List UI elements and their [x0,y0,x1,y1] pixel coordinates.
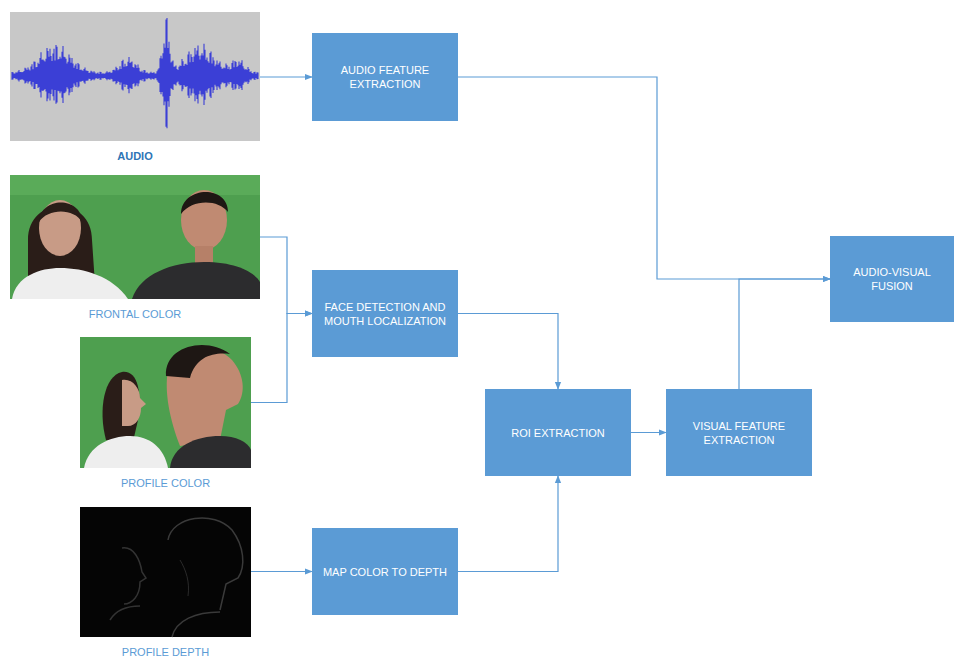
waveform-trace [12,18,258,128]
process-box: FACE DETECTION AND MOUTH LOCALIZATION [312,270,458,357]
profile-photo [80,337,251,468]
connector-arrow [458,476,558,572]
image-caption: PROFILE DEPTH [60,646,271,657]
frontal-image: FRONTAL COLOR [10,175,260,299]
box-label: FACE DETECTION AND MOUTH LOCALIZATION [320,300,450,328]
connector-arrow [251,314,312,403]
box-label: ROI EXTRACTION [511,426,605,440]
depth-image [80,507,251,637]
process-box: AUDIO-VISUAL FUSION [830,236,954,322]
depth-image: PROFILE DEPTH [80,507,251,637]
connector-arrow [458,314,558,390]
connector-arrow [739,279,830,389]
connector-arrow [458,77,830,279]
image-caption: FRONTAL COLOR [0,308,280,321]
process-box: VISUAL FEATURE EXTRACTION [666,389,812,476]
frontal-photo [10,175,260,299]
process-box: AUDIO FEATURE EXTRACTION [312,33,458,121]
box-label: AUDIO-VISUAL FUSION [838,265,946,293]
connector-arrow [260,76,312,77]
audio-image: AUDIO [10,12,260,141]
connector-arrow [631,432,666,433]
box-label: MAP COLOR TO DEPTH [323,565,447,579]
profile-image: PROFILE COLOR [80,337,251,468]
waveform [12,18,258,128]
connector-arrow [251,571,312,572]
image-caption: AUDIO [0,150,280,163]
process-box: ROI EXTRACTION [485,389,631,476]
image-caption: PROFILE COLOR [60,477,271,490]
process-box: MAP COLOR TO DEPTH [312,528,458,615]
box-label: AUDIO FEATURE EXTRACTION [320,63,450,91]
waveform-ground [10,12,260,141]
box-label: VISUAL FEATURE EXTRACTION [674,419,804,447]
connector-arrow [260,237,312,314]
